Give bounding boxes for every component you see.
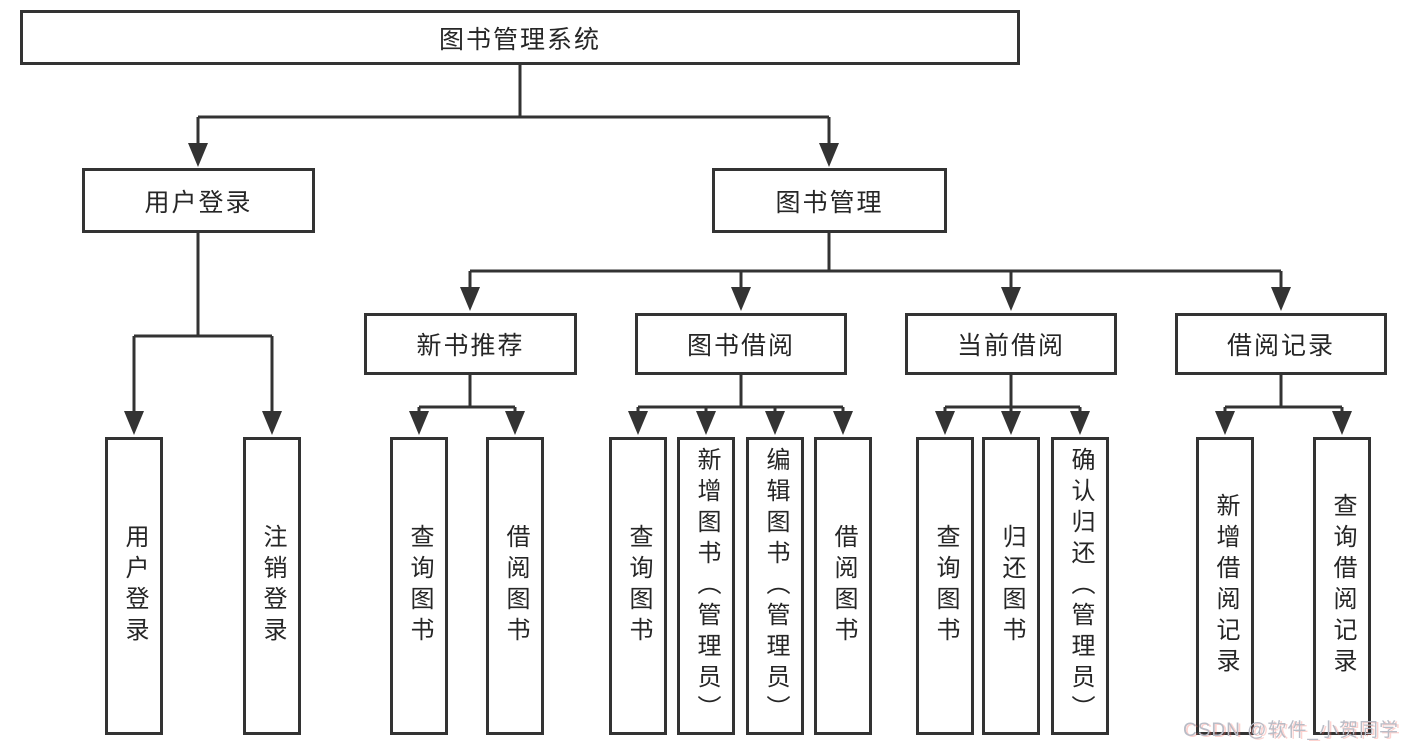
leaf-query-books-recommend: 查询图书 — [390, 437, 448, 735]
leaf-label: 用户登录 — [121, 524, 148, 648]
node-current-borrow: 当前借阅 — [905, 313, 1117, 375]
leaf-user-login: 用户登录 — [105, 437, 163, 735]
node-new-book-recommend: 新书推荐 — [364, 313, 577, 375]
leaf-borrow-books-borrow: 借阅图书 — [814, 437, 872, 735]
leaf-add-borrow-record: 新增借阅记录 — [1196, 437, 1254, 735]
node-book-borrow: 图书借阅 — [635, 313, 847, 375]
leaf-label: 借阅图书 — [502, 524, 529, 648]
leaf-label: 查询借阅记录 — [1329, 493, 1356, 679]
leaf-label: 归还图书 — [998, 524, 1025, 648]
leaf-logout: 注销登录 — [243, 437, 301, 735]
leaf-label: 查询图书 — [625, 524, 652, 648]
leaf-label: 新增借阅记录 — [1212, 493, 1239, 679]
leaf-label: 借阅图书 — [830, 524, 857, 648]
leaf-add-book-admin: 新增图书（管理员） — [677, 437, 735, 735]
leaf-edit-book-admin: 编辑图书（管理员） — [746, 437, 804, 735]
node-book-management-system: 图书管理系统 — [20, 10, 1020, 65]
watermark: CSDN @软件_小贺同学 — [1183, 720, 1399, 741]
node-user-login: 用户登录 — [82, 168, 315, 233]
leaf-label: 确认归还（管理员） — [1067, 446, 1094, 726]
leaf-label: 查询图书 — [406, 524, 433, 648]
leaf-confirm-return-admin: 确认归还（管理员） — [1051, 437, 1109, 735]
leaf-query-books-borrow: 查询图书 — [609, 437, 667, 735]
leaf-return-book: 归还图书 — [982, 437, 1040, 735]
leaf-label: 查询图书 — [932, 524, 959, 648]
leaf-label: 新增图书（管理员） — [693, 446, 720, 726]
leaf-query-books-current: 查询图书 — [916, 437, 974, 735]
leaf-borrow-books-recommend: 借阅图书 — [486, 437, 544, 735]
node-borrow-records: 借阅记录 — [1175, 313, 1387, 375]
node-book-management: 图书管理 — [712, 168, 947, 233]
leaf-label: 注销登录 — [259, 524, 286, 648]
leaf-label: 编辑图书（管理员） — [762, 446, 789, 726]
leaf-query-borrow-record: 查询借阅记录 — [1313, 437, 1371, 735]
